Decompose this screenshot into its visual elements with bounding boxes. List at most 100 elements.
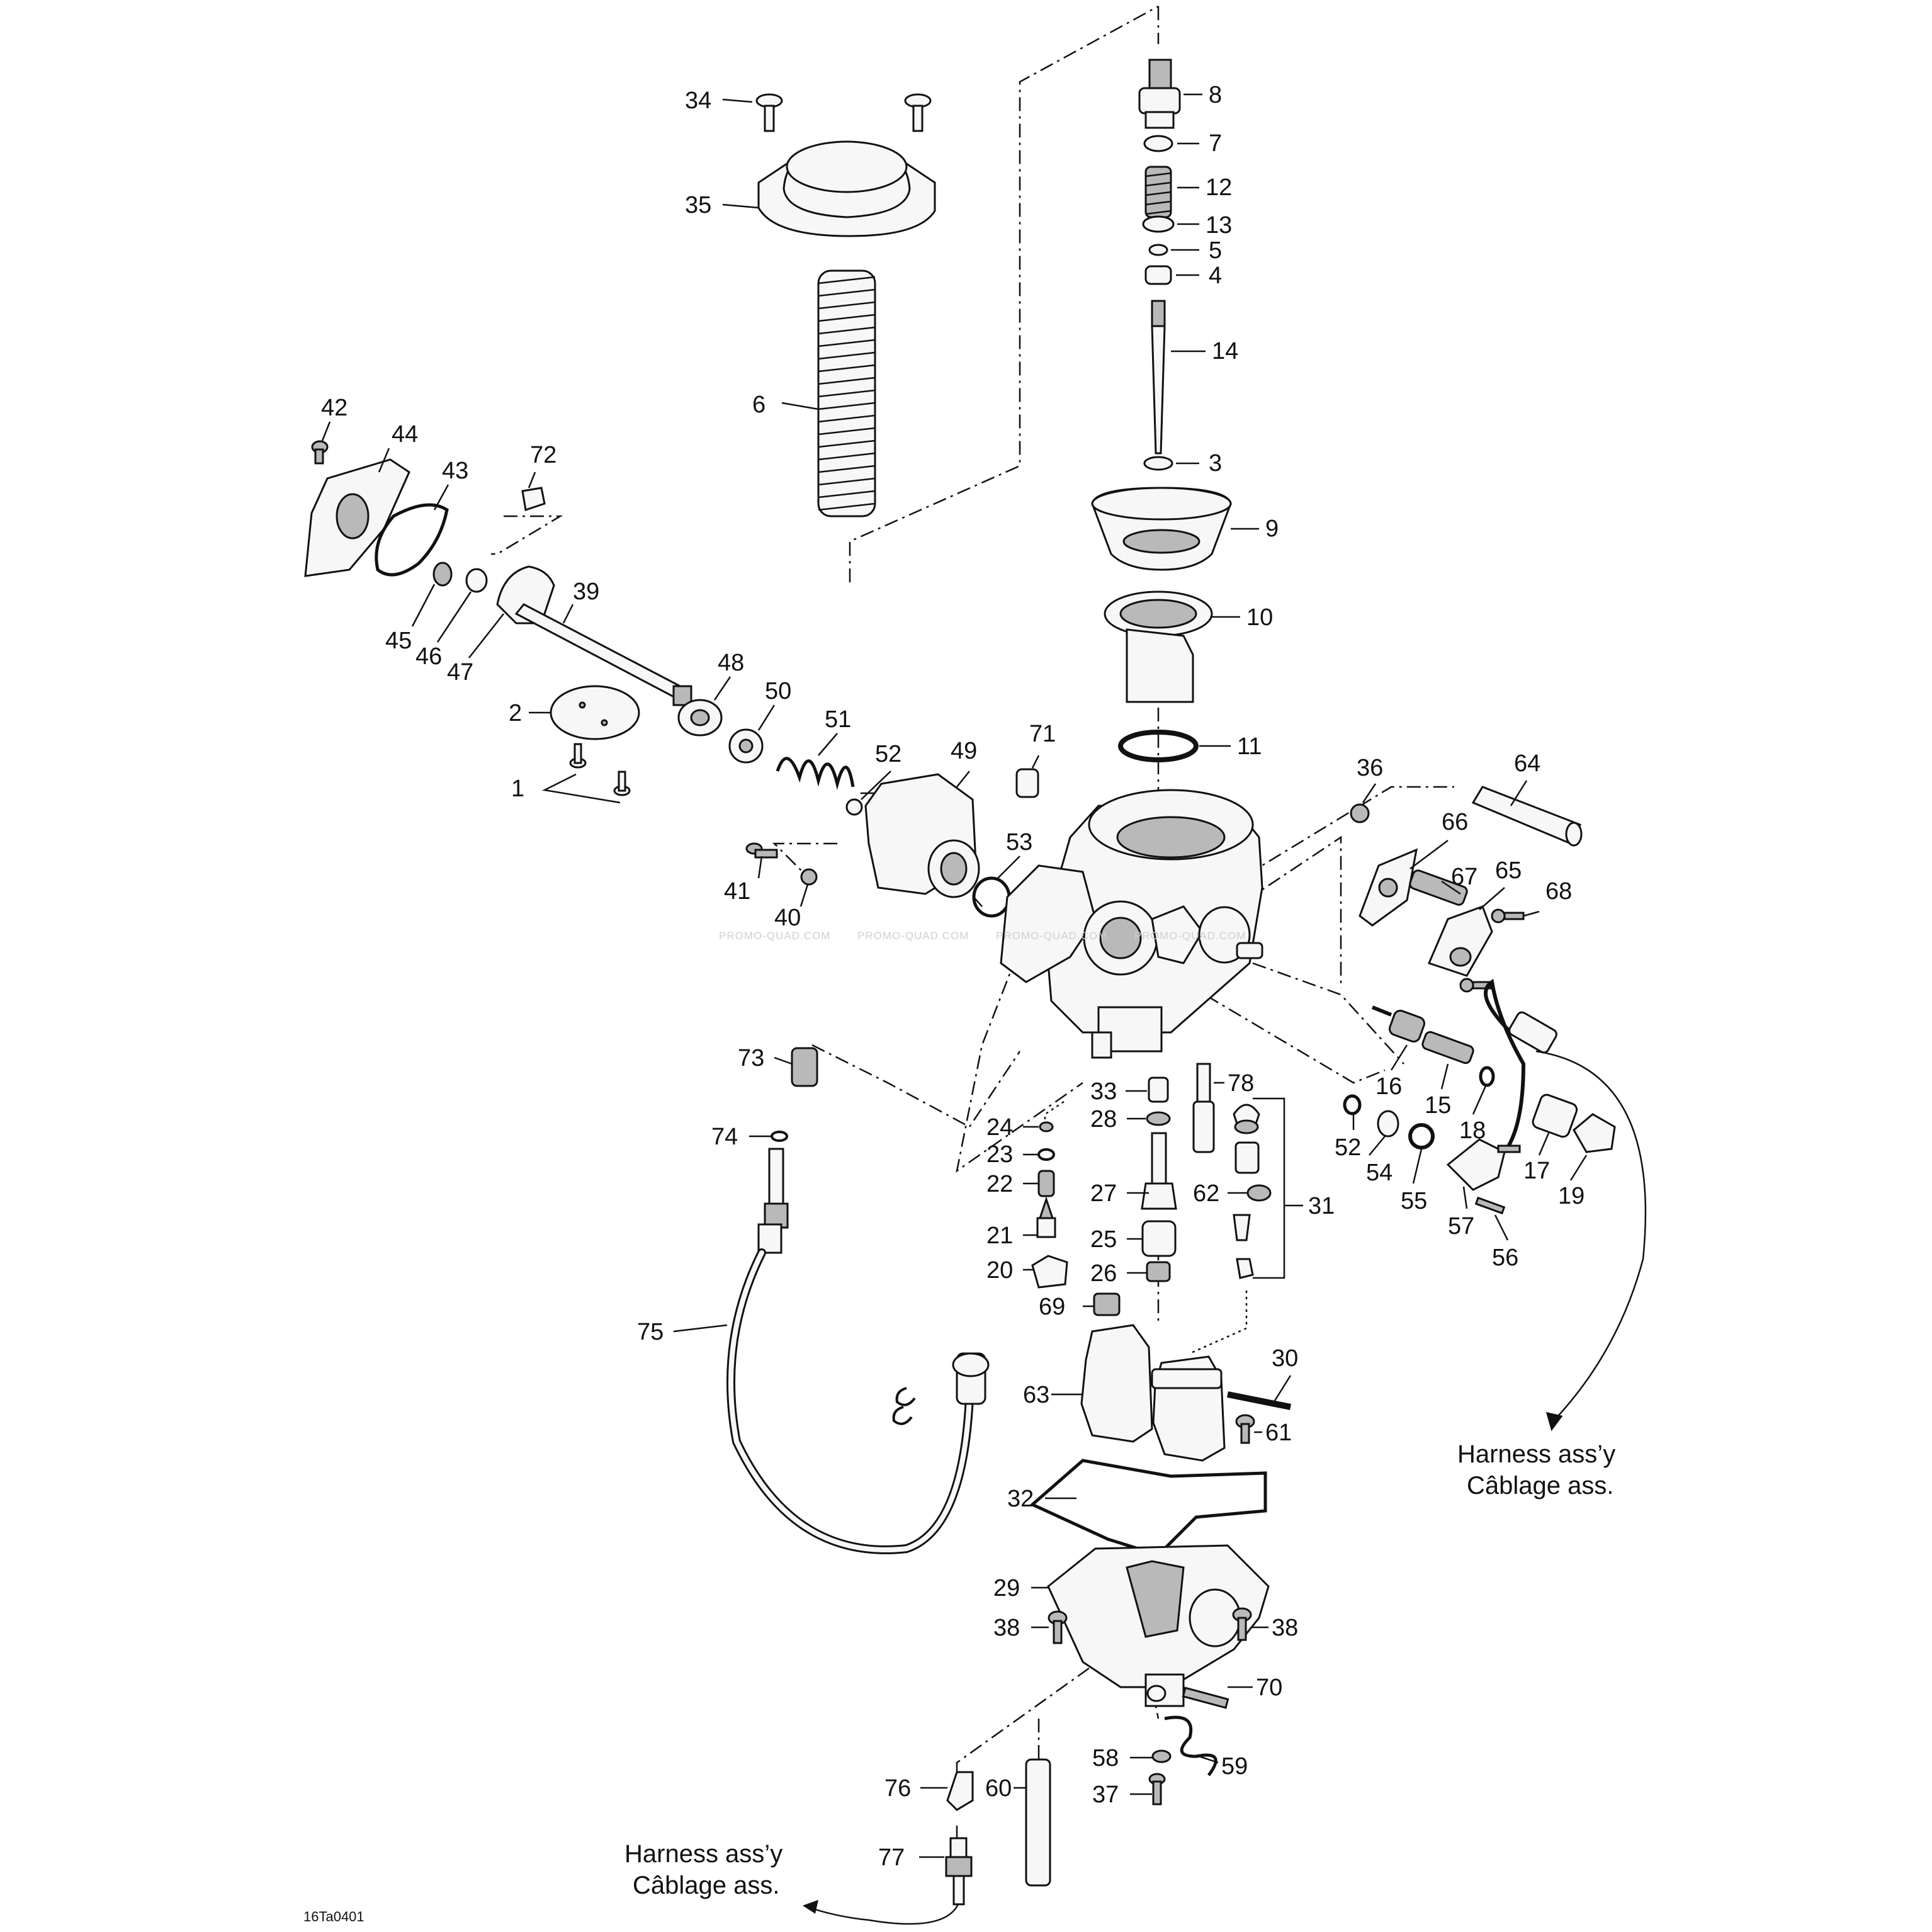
needle-stack-group xyxy=(1091,59,1232,762)
label-12: 12 xyxy=(1206,174,1232,201)
label-76: 76 xyxy=(884,1775,911,1802)
label-55: 55 xyxy=(1401,1188,1427,1214)
label-15: 15 xyxy=(1425,1092,1451,1119)
jet-69 xyxy=(1093,1292,1121,1316)
bracket-57 xyxy=(1446,1138,1506,1191)
cap-72 xyxy=(521,487,546,511)
screw-36 xyxy=(1350,803,1370,823)
ring-55 xyxy=(1408,1123,1435,1150)
screw-1b xyxy=(613,771,631,796)
oring-7 xyxy=(1143,135,1173,152)
assembly-guide-lines xyxy=(491,5,1454,1889)
watermark-1: PROMO-QUAD.COM xyxy=(719,930,830,942)
tube-64 xyxy=(1471,786,1583,847)
harness-caption-left: Harness ass’y Câblage ass. xyxy=(624,1840,782,1899)
harness-left-line2: Câblage ass. xyxy=(633,1872,779,1899)
gasket-32 xyxy=(1029,1459,1267,1557)
oring-52-left xyxy=(845,798,863,816)
label-68: 68 xyxy=(1545,878,1572,905)
screw-38-left xyxy=(1048,1610,1068,1644)
label-29: 29 xyxy=(993,1575,1020,1602)
pin-30 xyxy=(1227,1391,1291,1410)
label-19: 19 xyxy=(1558,1183,1585,1209)
screw-41 xyxy=(745,842,778,859)
label-39: 39 xyxy=(573,579,599,605)
throttle-plate-2 xyxy=(550,685,640,740)
label-32: 32 xyxy=(1007,1486,1034,1512)
label-78: 78 xyxy=(1228,1070,1254,1097)
screw-21 xyxy=(1036,1196,1056,1238)
sensor-17 xyxy=(1532,1093,1578,1138)
float-bowl-group xyxy=(803,1324,1291,1925)
label-51: 51 xyxy=(825,706,851,733)
cap-20 xyxy=(1031,1255,1068,1289)
harness-caption-right: Harness ass’y Câblage ass. xyxy=(1457,1440,1615,1500)
carburetor-body xyxy=(1000,789,1370,1059)
ring-11 xyxy=(1118,730,1199,762)
screw-56 xyxy=(1474,1196,1506,1215)
arrow-left xyxy=(803,1900,818,1914)
oring-43 xyxy=(375,503,449,577)
label-44: 44 xyxy=(392,421,418,448)
watermark-4: PROMO-QUAD.COM xyxy=(1134,930,1246,942)
label-5: 5 xyxy=(1209,237,1222,264)
pilot-78 xyxy=(1192,1063,1215,1153)
spring-clip-59 xyxy=(1164,1715,1217,1777)
spring-22 xyxy=(1037,1170,1055,1197)
label-42: 42 xyxy=(321,395,347,421)
label-1: 1 xyxy=(511,776,524,802)
label-53: 53 xyxy=(1006,829,1032,856)
part-labels: 1 2 3 4 5 6 7 8 9 10 11 12 13 14 15 16 1… xyxy=(321,82,1585,1871)
float-63 xyxy=(1080,1324,1226,1462)
label-66: 66 xyxy=(1442,809,1468,835)
label-59: 59 xyxy=(1221,1753,1248,1780)
label-74: 74 xyxy=(711,1124,738,1150)
bracket-76 xyxy=(946,1771,974,1811)
washer-40 xyxy=(800,868,818,886)
washer-24 xyxy=(1039,1121,1054,1133)
clip-75b xyxy=(892,1387,916,1425)
harness-left-line1: Harness ass’y xyxy=(624,1840,782,1868)
label-4: 4 xyxy=(1209,263,1222,289)
washer-54 xyxy=(1377,1110,1399,1138)
leader-lines xyxy=(321,93,1588,1858)
washer-13 xyxy=(1142,215,1175,233)
label-30: 30 xyxy=(1272,1345,1298,1372)
spring-12 xyxy=(1144,166,1172,218)
label-72: 72 xyxy=(530,442,556,468)
diaphragm-9 xyxy=(1091,487,1232,571)
bushing-50 xyxy=(728,728,764,764)
label-16: 16 xyxy=(1376,1073,1402,1100)
label-73: 73 xyxy=(738,1045,764,1071)
label-47: 47 xyxy=(447,659,473,686)
label-14: 14 xyxy=(1212,338,1238,364)
label-43: 43 xyxy=(442,458,468,484)
top-cover-group xyxy=(755,93,936,517)
spacer-4 xyxy=(1144,265,1172,285)
sensor-77 xyxy=(803,1837,973,1925)
screw-68b xyxy=(1459,978,1492,993)
label-58: 58 xyxy=(1092,1745,1119,1771)
label-52a: 52 xyxy=(875,741,901,767)
cap-19 xyxy=(1573,1113,1616,1153)
cam-47 xyxy=(496,565,555,624)
label-54: 54 xyxy=(1366,1160,1393,1186)
label-26: 26 xyxy=(1090,1260,1117,1287)
gasket-66 xyxy=(1359,848,1418,927)
label-27: 27 xyxy=(1090,1180,1117,1207)
label-50: 50 xyxy=(765,678,791,704)
label-41: 41 xyxy=(724,878,750,905)
label-9: 9 xyxy=(1265,516,1279,542)
screw-34b xyxy=(904,93,932,132)
watermark-3: PROMO-QUAD.COM xyxy=(996,930,1107,942)
label-67: 67 xyxy=(1451,864,1477,890)
label-36: 36 xyxy=(1357,755,1383,781)
oring-53 xyxy=(972,876,1011,918)
label-24: 24 xyxy=(986,1114,1013,1141)
spring-51 xyxy=(776,757,855,790)
washer-46 xyxy=(465,568,488,593)
washer-58 xyxy=(1151,1749,1172,1763)
label-31: 31 xyxy=(1308,1193,1335,1219)
spring-15 xyxy=(1421,1031,1474,1065)
